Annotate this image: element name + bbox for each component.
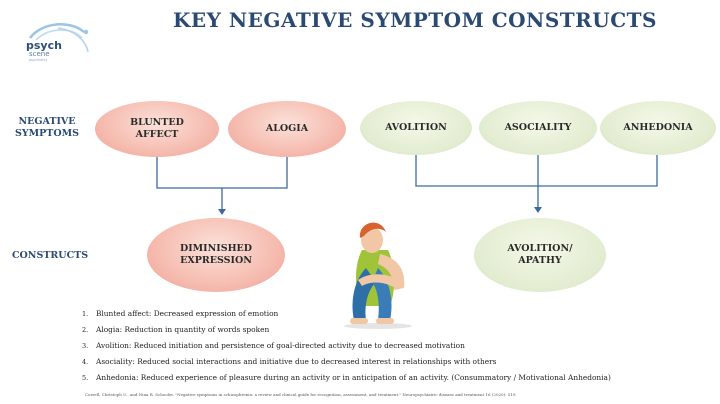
construct-label: APATHY (518, 255, 562, 266)
logo-tagline: psychiatry (29, 58, 48, 62)
construct-avolition-apathy: AVOLITION/ APATHY (474, 218, 606, 292)
psychscene-logo: psych scene psychiatry (18, 18, 98, 66)
symptom-label: ALOGIA (265, 123, 309, 135)
definitions-list: 1. Blunted affect: Decreased expression o… (82, 306, 642, 386)
list-item: 5. Anhedonia: Reduced experience of pleas… (82, 370, 642, 386)
item-text: Blunted affect: Decreased expression of … (96, 309, 279, 318)
left-bracket-line (156, 157, 288, 189)
item-number: 1. (82, 310, 89, 318)
construct-diminished-expression: DIMINISHED EXPRESSION (147, 218, 285, 292)
symptom-avolition: AVOLITION (360, 101, 472, 155)
constructs-label: CONSTRUCTS (11, 250, 89, 261)
construct-label: EXPRESSION (180, 255, 252, 266)
item-number: 5. (82, 374, 89, 382)
logo-swirl-icon (29, 23, 89, 53)
item-text: Avolition: Reduced initiation and persis… (96, 341, 465, 350)
slide-title: KEY NEGATIVE SYMPTOM CONSTRUCTS (173, 8, 657, 32)
list-item: 1. Blunted affect: Decreased expression o… (82, 306, 642, 322)
symptom-label: AFFECT (135, 129, 179, 140)
symptom-label: AVOLITION (385, 122, 447, 134)
right-arrowhead-icon (534, 207, 542, 213)
symptom-anhedonia: ANHEDONIA (600, 101, 716, 155)
symptom-asociality: ASOCIALITY (479, 101, 597, 155)
left-arrowhead-icon (218, 209, 226, 215)
list-item: 3. Avolition: Reduced initiation and pers… (82, 338, 642, 354)
symptom-label: ANHEDONIA (623, 122, 693, 134)
item-text: Asociality: Reduced social interactions … (96, 357, 497, 366)
item-number: 4. (82, 358, 89, 366)
construct-label: DIMINISHED (179, 243, 253, 255)
item-text: Anhedonia: Reduced experience of pleasur… (96, 373, 611, 382)
list-item: 2. Alogia: Reduction in quantity of words… (82, 322, 642, 338)
right-bracket-line (415, 155, 658, 187)
symptom-alogia: ALOGIA (228, 101, 346, 157)
symptom-label: ASOCIALITY (504, 122, 572, 134)
item-number: 3. (82, 342, 89, 350)
symptom-label: BLUNTED (130, 117, 184, 129)
sitting-person-illustration (344, 222, 412, 329)
symptom-blunted-affect: BLUNTED AFFECT (95, 101, 219, 157)
logo-subword: scene (29, 50, 50, 58)
negative-symptoms-label: NEGATIVE SYMPTOMS (14, 116, 80, 139)
citation: Correll, Christoph U., and Nina R. Schoo… (85, 392, 517, 397)
item-number: 2. (82, 326, 89, 334)
item-text: Alogia: Reduction in quantity of words s… (96, 325, 270, 334)
construct-label: AVOLITION/ (507, 243, 573, 255)
list-item: 4. Asociality: Reduced social interaction… (82, 354, 642, 370)
logo-wordmark: psych (26, 39, 62, 52)
